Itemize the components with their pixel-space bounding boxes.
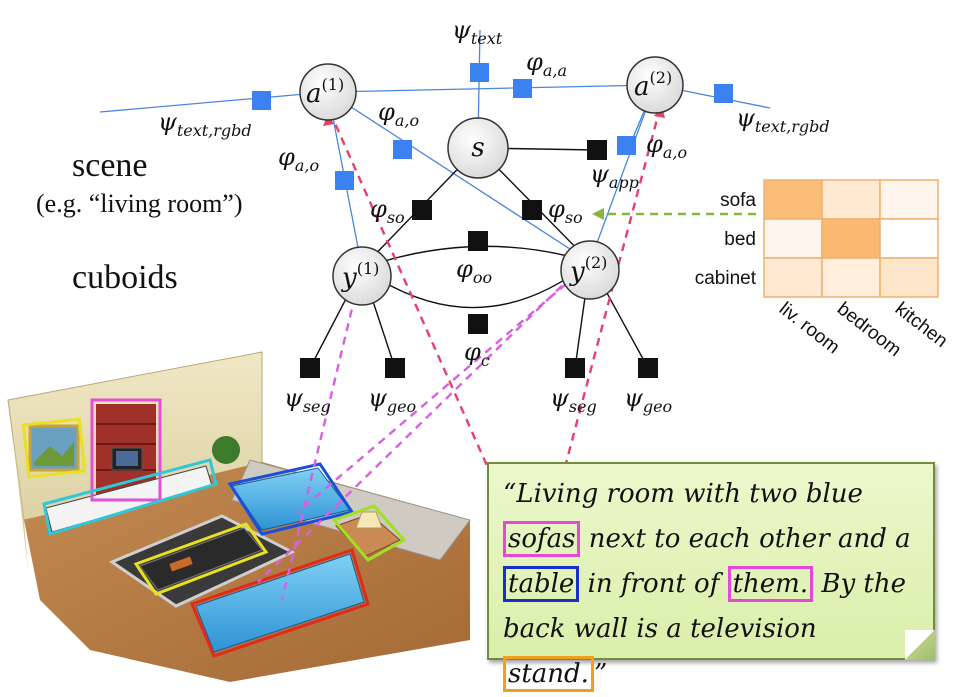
heatmap-cell (879, 257, 939, 298)
factor-psi-seg-1 (300, 358, 320, 378)
label-psi-text-rgbd-left: ψtext,rgbd (158, 108, 252, 140)
room-render (7, 351, 471, 682)
node-y1: y(1) (332, 246, 392, 306)
label-phi-c: φc (464, 338, 490, 370)
table-item (169, 556, 193, 572)
label-phi-so-2: φso (548, 195, 583, 227)
heatmap-row-label: sofa (720, 190, 756, 211)
cuboids-label: cuboids (72, 259, 178, 296)
factor-phi-ao-1 (393, 140, 412, 159)
cuboid-tv-stand (42, 458, 218, 536)
label-phi-ao-3: φa,o (646, 130, 687, 162)
factor-phi-ao-2 (335, 171, 354, 190)
cuboid-painting (21, 417, 87, 479)
cuboid-table (133, 522, 269, 596)
heatmap-cell (763, 179, 823, 220)
factor-psi-app (587, 140, 607, 160)
label-psi-seg-2: ψseg (550, 384, 597, 416)
scene-example-label: (e.g. “living room”) (36, 189, 243, 218)
label-phi-so-1: φso (370, 195, 405, 227)
label-psi-geo-1: ψgeo (368, 384, 416, 416)
svg-text:y(2): y(2) (569, 253, 607, 287)
node-a1: a(1) (299, 63, 357, 121)
factor-phi-ao-3 (617, 136, 636, 155)
black-factors (300, 140, 658, 378)
word-sofas: sofas (503, 521, 581, 557)
svg-text:a(2): a(2) (634, 68, 672, 102)
page-fold (905, 630, 935, 660)
heatmap-cell (879, 179, 939, 220)
svg-text:y(1): y(1) (341, 259, 379, 293)
green-arrowhead (592, 208, 604, 220)
factor-psi-text-rgbd-left (252, 91, 271, 110)
heatmap-col-label: liv. room (775, 298, 843, 358)
factor-phi-c (468, 314, 488, 334)
label-phi-ao-2: φa,o (278, 143, 319, 175)
label-psi-seg-1: ψseg (284, 384, 331, 416)
heatmap-cell (821, 218, 881, 259)
cuboid-boxes (21, 398, 407, 658)
painting-hills (34, 442, 74, 466)
factor-psi-text-rgbd-right (714, 84, 733, 103)
word-table: table (503, 566, 580, 602)
factor-psi-geo-1 (385, 358, 405, 378)
svg-text:a(1): a(1) (306, 75, 344, 109)
factor-phi-so-2 (522, 200, 542, 220)
node-y2: y(2) (560, 240, 620, 300)
factor-phi-so-1 (412, 200, 432, 220)
label-psi-geo-2: ψgeo (624, 384, 672, 416)
scene-label: scene (72, 147, 148, 184)
heatmap-row-label: cabinet (695, 268, 757, 289)
heatmap-cell (763, 218, 823, 259)
plant (212, 436, 240, 464)
factor-phi-aa (513, 79, 532, 98)
label-psi-app: ψapp (590, 160, 639, 192)
tv-screen (116, 451, 138, 466)
label-psi-text-rgbd-right: ψtext,rgbd (736, 104, 830, 136)
lamp (355, 511, 383, 529)
factor-psi-text (470, 63, 489, 82)
label-psi-text: ψtext (452, 16, 503, 48)
cuboid-bookshelf (90, 398, 162, 502)
factor-psi-geo-2 (638, 358, 658, 378)
word-them: them. (727, 566, 814, 602)
node-a2: a(2) (626, 56, 684, 114)
factor-psi-seg-2 (565, 358, 585, 378)
cuboid-sofa-back (227, 462, 355, 536)
blue-edges (99, 29, 771, 269)
heatmap-col-label: bedroom (833, 298, 905, 361)
svg-text:s: s (471, 133, 484, 163)
label-phi-oo: φoo (456, 255, 492, 287)
sofa-front (195, 553, 365, 653)
cuboid-sofa-front (189, 548, 370, 658)
label-phi-ao-1: φa,o (378, 98, 419, 130)
label-phi-aa: φa,a (526, 48, 567, 80)
blue-factors (252, 63, 733, 190)
heatmap-cell (821, 179, 881, 220)
factor-labels: ψtext φa,a ψtext,rgbd ψtext,rgbd φa,o φa… (158, 16, 830, 416)
coffee-table (139, 527, 263, 591)
heatmap-cell (821, 257, 881, 298)
dashed-links (257, 107, 756, 601)
cuboid-side-table (331, 504, 407, 562)
factor-phi-oo (468, 231, 488, 251)
heatmap-cell (763, 257, 823, 298)
word-stand: stand. (503, 656, 594, 692)
heatmap-cell (879, 218, 939, 259)
heatmap-row-label: bed (724, 229, 756, 250)
node-s: s (447, 117, 509, 179)
